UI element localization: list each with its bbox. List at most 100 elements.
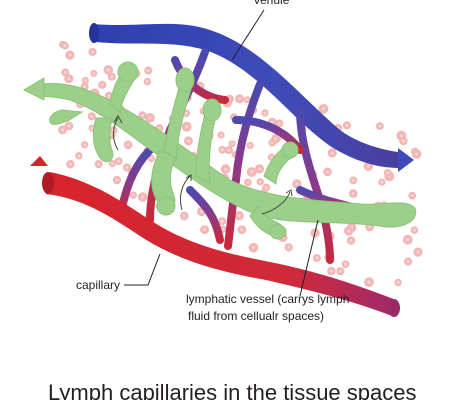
tissue-cell-nucleus	[90, 126, 94, 130]
tissue-cell-nucleus	[349, 238, 353, 243]
tissue-cell-nucleus	[227, 148, 231, 152]
tissue-cell-nucleus	[240, 228, 244, 232]
tissue-cell-nucleus	[367, 280, 371, 284]
tissue-cell-nucleus	[148, 116, 152, 120]
tissue-cell-nucleus	[250, 170, 254, 174]
tissue-cell-nucleus	[141, 195, 145, 199]
tissue-cell-nucleus	[60, 128, 65, 132]
tissue-cell-nucleus	[68, 53, 72, 57]
tissue-cell-nucleus	[248, 143, 252, 147]
tissue-cell-nucleus	[406, 259, 410, 264]
capillary-label: capillary	[76, 278, 120, 292]
tissue-cell-nucleus	[92, 71, 96, 75]
tissue-cell-nucleus	[230, 142, 234, 146]
tissue-cell-nucleus	[315, 256, 319, 260]
tissue-cell-nucleus	[83, 85, 87, 89]
tissue-cell-nucleus	[338, 269, 342, 273]
tissue-cell-nucleus	[68, 162, 72, 166]
tissue-cell-nucleus	[351, 192, 355, 196]
tissue-cell-nucleus	[110, 161, 114, 166]
tissue-cell-nucleus	[295, 182, 299, 186]
tissue-cell-nucleus	[380, 180, 384, 184]
tissue-cell-nucleus	[117, 159, 121, 163]
tissue-cell-nucleus	[410, 194, 414, 198]
tissue-cell-nucleus	[200, 209, 204, 214]
tissue-cell-nucleus	[399, 134, 403, 138]
tissue-cell-nucleus	[157, 126, 161, 130]
tissue-cell-nucleus	[63, 44, 67, 48]
flow-arrows	[113, 115, 293, 215]
tissue-cell-nucleus	[221, 227, 225, 231]
tissue-cell-nucleus	[146, 68, 150, 73]
tissue-cell-nucleus	[97, 162, 101, 166]
tissue-cell-nucleus	[351, 178, 355, 182]
tissue-cell-nucleus	[237, 214, 241, 218]
arteriole-arrow-icon	[30, 156, 48, 166]
tissue-cell-nucleus	[378, 124, 382, 128]
tissue-cell-nucleus	[321, 107, 325, 111]
tissue-cell-nucleus	[145, 80, 149, 84]
tissue-cell-nucleus	[345, 123, 349, 127]
tissue-cell-nucleus	[416, 250, 420, 254]
tissue-cell-nucleus	[237, 97, 242, 101]
tissue-cell-nucleus	[83, 78, 87, 82]
tissue-cell-nucleus	[83, 143, 87, 147]
tissue-cell-nucleus	[396, 280, 400, 285]
tissue-cell-nucleus	[269, 155, 274, 159]
lymphatic-arrow-icon	[22, 77, 45, 101]
tissue-cell-nucleus	[131, 193, 135, 197]
lymphatic-label-line2: fluid from cellualr spaces)	[188, 309, 324, 323]
tissue-cell-nucleus	[106, 68, 110, 72]
tissue-cell-nucleus	[125, 165, 129, 170]
tissue-cell-nucleus	[366, 164, 370, 168]
tissue-cell-nucleus	[415, 152, 419, 156]
tissue-cell-nucleus	[126, 143, 130, 147]
lymphatic-vessel	[22, 61, 417, 240]
figure-caption: Lymph capillaries in the tissue spaces	[48, 380, 416, 400]
tissue-cell-nucleus	[401, 139, 405, 143]
tissue-cell-nucleus	[182, 214, 186, 218]
tissue-cell-nucleus	[67, 124, 71, 128]
tissue-cell-nucleus	[406, 238, 410, 242]
venule-vessel	[89, 23, 414, 172]
tissue-cell-nucleus	[287, 245, 291, 249]
tissue-cell-nucleus	[245, 98, 249, 102]
tissue-cell-nucleus	[90, 114, 94, 118]
tissue-cell-nucleus	[412, 228, 416, 232]
arteriole-vessel	[30, 156, 400, 317]
tissue-cell-nucleus	[107, 94, 111, 98]
tissue-cell-nucleus	[140, 113, 144, 117]
tissue-cell-nucleus	[110, 75, 114, 79]
tissue-cell-nucleus	[149, 156, 153, 161]
tissue-cell-nucleus	[115, 178, 119, 182]
tissue-cell-nucleus	[251, 246, 255, 250]
tissue-cell-nucleus	[258, 180, 262, 184]
venule-arrow-icon	[398, 148, 414, 172]
tissue-cell-nucleus	[264, 186, 268, 190]
tissue-cell-nucleus	[386, 171, 390, 175]
lymphatic-leader-line	[299, 219, 319, 297]
tissue-cell-nucleus	[184, 111, 188, 115]
tissue-cell-nucleus	[67, 77, 71, 81]
tissue-cell-nucleus	[329, 269, 333, 273]
tissue-cell-nucleus	[220, 219, 224, 223]
tissue-cell-nucleus	[347, 229, 351, 233]
venule-label: venule	[254, 0, 290, 7]
tissue-cell-nucleus	[90, 50, 95, 54]
tissue-cell-nucleus	[224, 167, 228, 171]
tissue-cell-nucleus	[257, 167, 262, 171]
tissue-cell-nucleus	[203, 228, 207, 232]
tissue-cell-nucleus	[263, 111, 267, 115]
tissue-cell-nucleus	[63, 70, 67, 75]
tissue-cell-nucleus	[325, 170, 330, 174]
tissue-cell-nucleus	[330, 151, 334, 155]
tissue-cell-nucleus	[185, 125, 189, 129]
tissue-cell-nucleus	[344, 262, 348, 266]
tissue-cell-nucleus	[219, 133, 223, 137]
tissue-cell-nucleus	[277, 121, 281, 125]
tissue-cell-nucleus	[368, 225, 372, 229]
tissue-cell-nucleus	[274, 137, 278, 141]
tissue-cell-nucleus	[100, 83, 104, 87]
lymphatic-label-line1: lymphatic vessel (carrys lymph	[186, 292, 349, 306]
